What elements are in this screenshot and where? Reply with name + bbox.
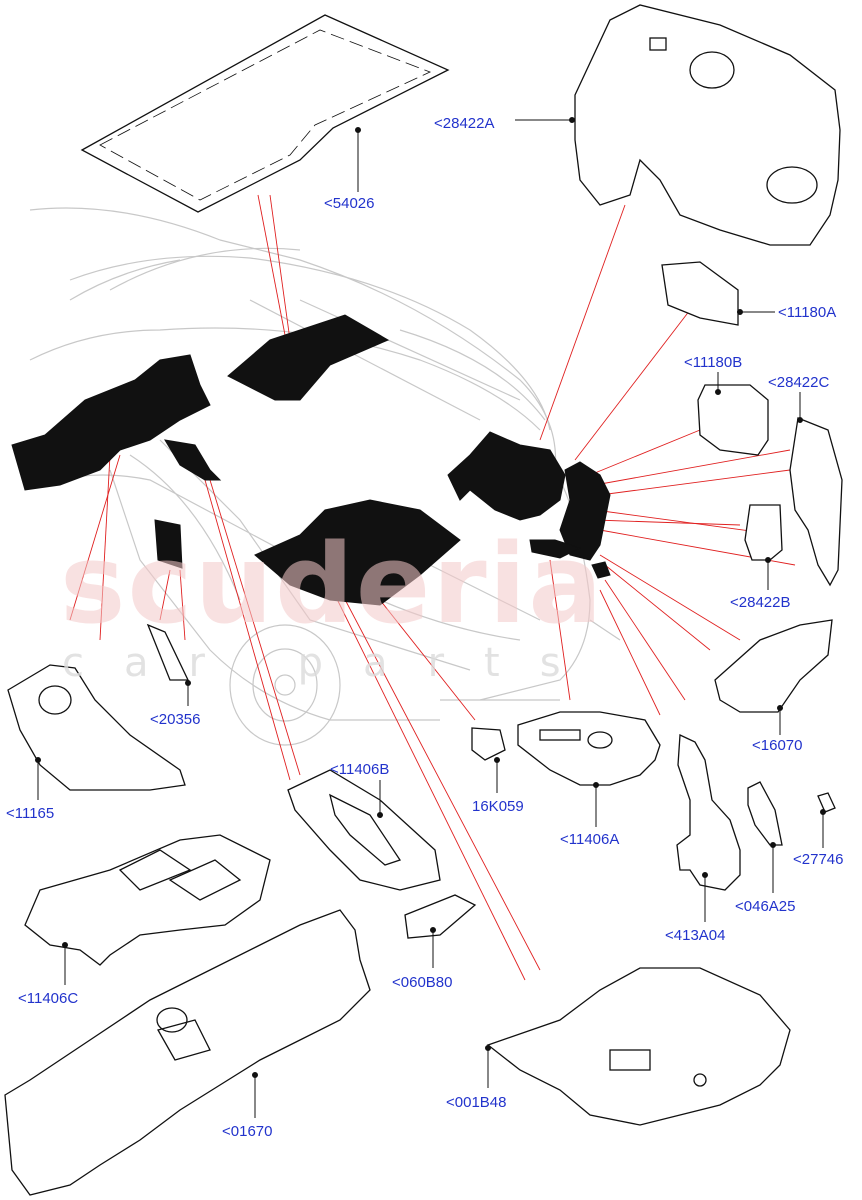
label-11180A[interactable]: <11180A [778, 304, 837, 321]
label-046A25[interactable]: <046A25 [735, 898, 796, 915]
label-16070[interactable]: <16070 [752, 737, 803, 754]
part-11406C [24, 834, 271, 966]
load-floor-black [529, 539, 582, 559]
part-28422B [744, 504, 783, 561]
part-54026 [80, 14, 450, 213]
floor-pad-black [154, 519, 183, 569]
part-outlines [4, 4, 843, 1196]
roof-insulation-black [227, 314, 390, 401]
part-11165 [7, 664, 186, 791]
label-leaders [35, 117, 826, 1118]
part-11180A [661, 261, 739, 326]
rear-quarter-parts-black [559, 461, 611, 561]
label-11406C[interactable]: <11406C [18, 990, 79, 1007]
rear-quarter-black [447, 431, 566, 521]
label-20356[interactable]: <20356 [150, 711, 201, 728]
part-28422C [789, 417, 843, 587]
label-060B80[interactable]: <060B80 [392, 974, 453, 991]
part-413A04 [676, 734, 741, 891]
part-11406A [517, 711, 661, 786]
label-001B48[interactable]: <001B48 [446, 1094, 507, 1111]
tunnel-black [164, 439, 222, 481]
label-11165[interactable]: <11165 [6, 805, 55, 822]
part-16K059 [471, 727, 506, 761]
part-060B80 [404, 894, 477, 939]
part-16070 [714, 619, 833, 713]
part-046A25 [747, 781, 783, 846]
label-28422C[interactable]: <28422C [768, 374, 830, 391]
label-16K059[interactable]: 16K059 [472, 798, 524, 815]
leader-lines [69, 194, 796, 981]
part-20356 [146, 623, 190, 681]
label-01670[interactable]: <01670 [222, 1123, 273, 1140]
label-27746[interactable]: <27746 [793, 851, 844, 868]
label-413A04[interactable]: <413A04 [665, 927, 726, 944]
label-28422A[interactable]: <28422A [434, 115, 495, 132]
label-11406A[interactable]: <11406A [560, 831, 620, 848]
part-28422A [574, 4, 841, 246]
part-001B48 [486, 967, 791, 1126]
label-11180B[interactable]: <11180B [684, 354, 743, 371]
part-11406B [287, 769, 441, 891]
part-11180B [697, 384, 769, 456]
part-27746 [817, 792, 836, 813]
vehicle-outline [29, 207, 621, 746]
rear-floor-black [254, 499, 461, 606]
label-11406B[interactable]: <11406B [330, 761, 390, 778]
small-part-black [591, 561, 611, 579]
label-28422B[interactable]: <28422B [730, 594, 791, 611]
part-01670 [4, 909, 371, 1196]
highlighted-parts [11, 314, 611, 606]
label-54026[interactable]: <54026 [324, 195, 375, 212]
front-bulkhead-black [11, 354, 211, 491]
